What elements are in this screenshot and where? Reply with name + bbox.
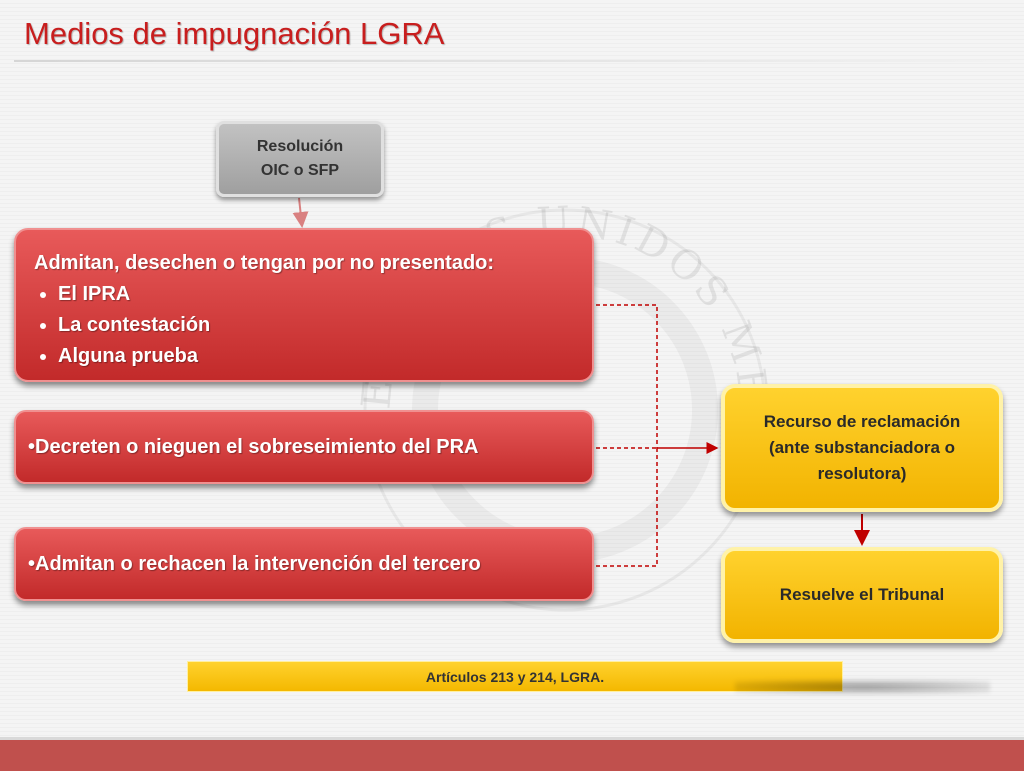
title-divider [14,60,1010,62]
sobreseimiento-text: •Decreten o nieguen el sobreseimiento de… [28,435,479,458]
arrow-resolution-to-admitan [292,197,309,228]
recurso-reclamacion-box: Recurso de reclamación (ante substanciad… [721,384,1003,512]
intervencion-tercero-box: •Admitan o rechacen la intervención del … [14,527,594,601]
bottom-band [0,737,1024,771]
list-item: Alguna prueba [58,341,592,372]
articles-footer: Artículos 213 y 214, LGRA. [187,661,843,692]
recurso-line1: Recurso de reclamación [763,412,961,431]
resolution-line1: Resolución [256,138,344,155]
articles-text: Artículos 213 y 214, LGRA. [425,668,605,685]
recurso-line3: resolutora) [817,464,907,483]
admitan-list: El IPRA La contestación Alguna prueba [34,279,592,372]
resuelve-tribunal-box: Resuelve el Tribunal [721,547,1003,643]
resolution-box: Resolución OIC o SFP [216,121,384,197]
page-title: Medios de impugnación LGRA [24,16,445,51]
resolution-line2: OIC o SFP [260,162,340,179]
sobreseimiento-box: •Decreten o nieguen el sobreseimiento de… [14,410,594,484]
admitan-heading: Admitan, desechen o tengan por no presen… [34,252,495,274]
recurso-line2: (ante substanciadora o [768,438,956,457]
tribunal-text: Resuelve el Tribunal [779,585,945,604]
list-item: El IPRA [58,279,592,310]
admitan-desechen-box: Admitan, desechen o tengan por no presen… [14,228,594,382]
list-item: La contestación [58,310,592,341]
intervencion-text: •Admitan o rechacen la intervención del … [28,552,481,575]
decorative-shadow [735,680,990,694]
